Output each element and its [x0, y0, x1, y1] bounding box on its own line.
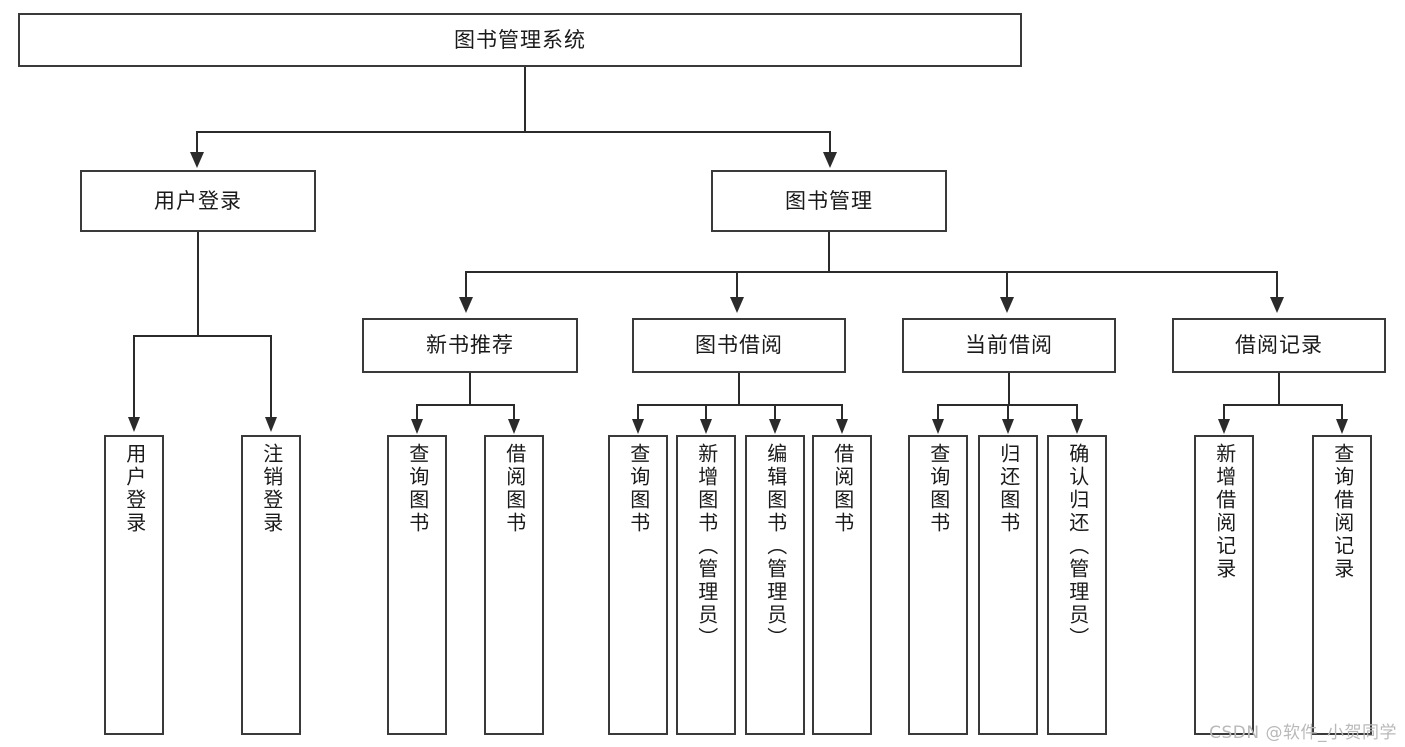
connector-book-manage-to-current-borrow	[1006, 271, 1008, 299]
leaf-user-login-logout[interactable]: 注销登录	[241, 435, 301, 735]
connector-new-book-to-leaf-2	[513, 404, 515, 421]
arrowhead-book-manage-current-borrow	[1000, 297, 1014, 313]
connector-current-borrow-stem	[1008, 373, 1010, 405]
node-label: 用户登录	[122, 443, 147, 535]
connector-user-login-to-leaf-2	[270, 335, 272, 419]
node-label: 图书管理系统	[454, 27, 586, 52]
leaf-book-borrow-add[interactable]: 新增图书（管理员）	[676, 435, 736, 735]
arrowhead-book-borrow-leaf-1	[632, 419, 644, 434]
arrowhead-book-borrow-leaf-4	[836, 419, 848, 434]
node-book-manage[interactable]: 图书管理	[711, 170, 947, 232]
node-label: 新书推荐	[426, 333, 514, 358]
connector-user-login-stem	[197, 232, 199, 336]
connector-book-borrow-stem	[738, 373, 740, 405]
node-label: 注销登录	[259, 443, 284, 535]
arrowhead-new-book-leaf-2	[508, 419, 520, 434]
connector-book-borrow-to-leaf-3	[774, 404, 776, 421]
arrowhead-borrow-records-leaf-2	[1336, 419, 1348, 434]
leaf-current-borrow-confirm-return[interactable]: 确认归还（管理员）	[1047, 435, 1107, 735]
node-new-book-recommend[interactable]: 新书推荐	[362, 318, 578, 373]
node-user-login[interactable]: 用户登录	[80, 170, 316, 232]
connector-user-login-to-leaf-1	[133, 335, 135, 419]
arrowhead-book-manage-book-borrow	[730, 297, 744, 313]
node-book-borrow[interactable]: 图书借阅	[632, 318, 846, 373]
node-label: 借阅记录	[1235, 333, 1323, 358]
leaf-new-book-borrow[interactable]: 借阅图书	[484, 435, 544, 735]
node-label: 归还图书	[996, 443, 1021, 535]
connector-borrow-records-to-leaf-1	[1223, 404, 1225, 421]
leaf-current-borrow-return[interactable]: 归还图书	[978, 435, 1038, 735]
leaf-current-borrow-query[interactable]: 查询图书	[908, 435, 968, 735]
node-label: 图书管理	[785, 188, 873, 213]
node-root-library-system[interactable]: 图书管理系统	[18, 13, 1022, 67]
connector-borrow-records-to-leaf-2	[1341, 404, 1343, 421]
connector-borrow-records-bar	[1223, 404, 1343, 406]
arrowhead-current-borrow-leaf-1	[932, 419, 944, 434]
arrowhead-new-book-leaf-1	[411, 419, 423, 434]
connector-book-manage-to-new-book	[465, 271, 467, 299]
connector-borrow-records-stem	[1278, 373, 1280, 405]
arrowhead-book-borrow-leaf-2	[700, 419, 712, 434]
connector-root-to-user-login	[196, 131, 198, 154]
connector-new-book-bar	[416, 404, 515, 406]
connector-book-borrow-to-leaf-1	[637, 404, 639, 421]
arrowhead-current-borrow-leaf-3	[1071, 419, 1083, 434]
connector-new-book-to-leaf-1	[416, 404, 418, 421]
arrowhead-book-manage-new-book	[459, 297, 473, 313]
connector-book-manage-bar	[465, 271, 1277, 273]
leaf-user-login-login[interactable]: 用户登录	[104, 435, 164, 735]
arrowhead-root-to-user-login	[190, 152, 204, 168]
node-label: 借阅图书	[502, 443, 527, 535]
arrowhead-user-login-leaf-1	[128, 417, 140, 432]
leaf-book-borrow-borrow[interactable]: 借阅图书	[812, 435, 872, 735]
node-label: 当前借阅	[965, 333, 1053, 358]
leaf-new-book-query[interactable]: 查询图书	[387, 435, 447, 735]
connector-new-book-stem	[469, 373, 471, 405]
arrowhead-borrow-records-leaf-1	[1218, 419, 1230, 434]
node-borrow-records[interactable]: 借阅记录	[1172, 318, 1386, 373]
connector-root-stem	[524, 67, 526, 132]
arrowhead-root-to-book-manage	[823, 152, 837, 168]
connector-root-to-book-manage	[829, 131, 831, 154]
node-label: 查询借阅记录	[1330, 443, 1355, 581]
connector-current-borrow-to-leaf-2	[1007, 404, 1009, 421]
node-label: 查询图书	[405, 443, 430, 535]
leaf-borrow-records-query[interactable]: 查询借阅记录	[1312, 435, 1372, 735]
connector-current-borrow-to-leaf-1	[937, 404, 939, 421]
connector-book-borrow-to-leaf-4	[841, 404, 843, 421]
connector-book-borrow-bar	[637, 404, 842, 406]
node-current-borrow[interactable]: 当前借阅	[902, 318, 1116, 373]
connector-book-manage-stem	[828, 232, 830, 272]
node-label: 借阅图书	[830, 443, 855, 535]
node-label: 编辑图书（管理员）	[763, 443, 788, 650]
node-label: 查询图书	[626, 443, 651, 535]
node-label: 新增图书（管理员）	[694, 443, 719, 650]
connector-root-bar	[196, 131, 831, 133]
leaf-book-borrow-query[interactable]: 查询图书	[608, 435, 668, 735]
arrowhead-current-borrow-leaf-2	[1002, 419, 1014, 434]
node-label: 查询图书	[926, 443, 951, 535]
connector-user-login-bar	[133, 335, 272, 337]
node-label: 确认归还（管理员）	[1065, 443, 1090, 650]
node-label: 图书借阅	[695, 333, 783, 358]
arrowhead-user-login-leaf-2	[265, 417, 277, 432]
connector-book-manage-to-borrow-records	[1276, 271, 1278, 299]
arrowhead-book-manage-borrow-records	[1270, 297, 1284, 313]
leaf-book-borrow-edit[interactable]: 编辑图书（管理员）	[745, 435, 805, 735]
connector-current-borrow-to-leaf-3	[1076, 404, 1078, 421]
arrowhead-book-borrow-leaf-3	[769, 419, 781, 434]
leaf-borrow-records-add[interactable]: 新增借阅记录	[1194, 435, 1254, 735]
node-label: 用户登录	[154, 188, 242, 213]
node-label: 新增借阅记录	[1212, 443, 1237, 581]
connector-book-manage-to-book-borrow	[736, 271, 738, 299]
connector-book-borrow-to-leaf-2	[705, 404, 707, 421]
